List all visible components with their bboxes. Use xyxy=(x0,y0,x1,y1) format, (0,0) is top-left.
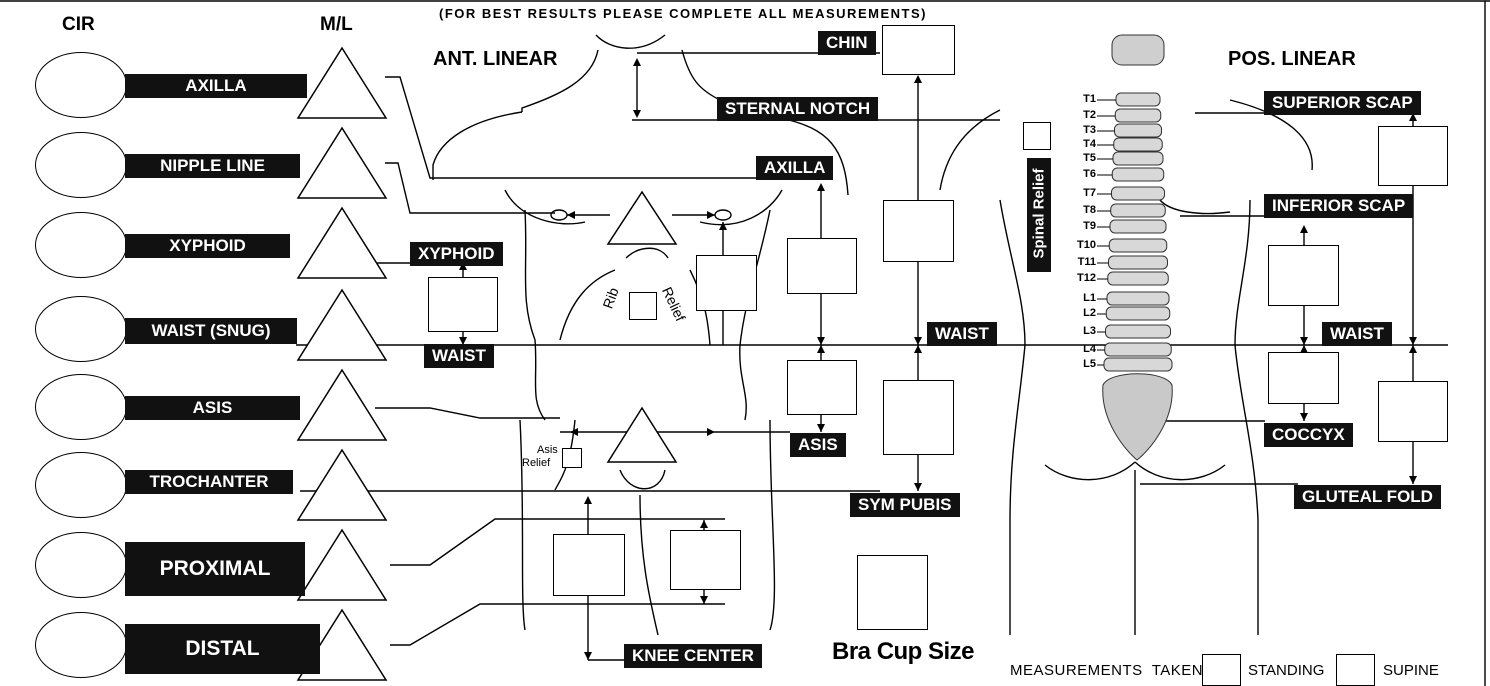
vertebra-label: L2 xyxy=(1066,307,1096,319)
anterior-linear-header: ANT. LINEAR xyxy=(433,48,557,71)
nipple-to-waist-field[interactable] xyxy=(696,255,757,311)
ml-column-header: M/L xyxy=(320,14,353,36)
vertebra-label: T3 xyxy=(1066,124,1096,136)
vertebra-label: L4 xyxy=(1066,343,1096,355)
coccyx-tag: COCCYX xyxy=(1264,423,1353,447)
superior-scap-tag: SUPERIOR SCAP xyxy=(1264,91,1421,115)
chin-field[interactable] xyxy=(882,25,955,75)
vertebra-label: T2 xyxy=(1066,109,1096,121)
bra-cup-size-field[interactable] xyxy=(857,555,928,630)
vertebra-T7 xyxy=(1112,187,1165,200)
sternal-notch-tag: STERNAL NOTCH xyxy=(717,97,878,121)
instructions-note: (FOR BEST RESULTS PLEASE COMPLETE ALL ME… xyxy=(439,6,927,21)
proximal-distal-field[interactable] xyxy=(670,530,741,590)
asis-cir-field[interactable] xyxy=(35,374,127,440)
vertebra-T11 xyxy=(1109,256,1168,269)
measurements-taken-label: MEASUREMENTS TAKEN: xyxy=(1010,662,1208,679)
rib-relief-field[interactable] xyxy=(629,292,657,320)
asis-relief-text-1: Asis xyxy=(537,444,558,456)
axilla-label: AXILLA xyxy=(125,74,307,98)
axilla-cir-field[interactable] xyxy=(35,52,127,118)
vertebra-T2 xyxy=(1115,109,1161,122)
waist-left-tag: WAIST xyxy=(424,344,494,368)
nipple-line-cir-field[interactable] xyxy=(35,132,127,198)
asis-label: ASIS xyxy=(125,396,300,420)
vertebra-T6 xyxy=(1112,168,1164,181)
knee-length-field[interactable] xyxy=(553,534,625,596)
vertebra-label: L3 xyxy=(1066,325,1096,337)
distal-cir-field[interactable] xyxy=(35,612,127,678)
vertebra-label: T5 xyxy=(1066,152,1096,164)
vertebra-L4 xyxy=(1105,343,1172,356)
xyphoid-tag: XYPHOID xyxy=(410,242,503,266)
waist-to-gluteal-field[interactable] xyxy=(1378,381,1448,442)
proximal-label: PROXIMAL xyxy=(125,542,305,596)
waist-to-coccyx-field[interactable] xyxy=(1268,352,1339,404)
inferior-to-waist-field[interactable] xyxy=(1268,245,1339,306)
vertebra-label: T6 xyxy=(1066,168,1096,180)
standing-checkbox[interactable] xyxy=(1202,654,1241,686)
vertebra-label: T4 xyxy=(1066,138,1096,150)
waist-to-pubis-field[interactable] xyxy=(883,380,954,455)
vertebra-label: T12 xyxy=(1066,272,1096,284)
superior-to-waist-field[interactable] xyxy=(1378,126,1448,186)
vertebra-label: T1 xyxy=(1066,93,1096,105)
trochanter-label: TROCHANTER xyxy=(125,470,293,494)
cir-column-header: CIR xyxy=(62,14,95,36)
asis-tag: ASIS xyxy=(790,433,846,457)
supine-checkbox[interactable] xyxy=(1336,654,1375,686)
vertebra-T4 xyxy=(1114,138,1163,151)
posterior-waist-tag: WAIST xyxy=(1322,322,1392,346)
axilla-to-waist-field[interactable] xyxy=(787,238,857,294)
vertebra-T8 xyxy=(1111,204,1166,217)
vertebra-L1 xyxy=(1107,292,1169,305)
vertebra-T1 xyxy=(1116,93,1160,106)
asis-relief-field[interactable] xyxy=(562,448,582,468)
trochanter-cir-field[interactable] xyxy=(35,452,127,518)
vertebra-label: T9 xyxy=(1066,220,1096,232)
chin-tag: CHIN xyxy=(818,31,876,55)
waist-center-tag: WAIST xyxy=(927,322,997,346)
vertebra-L5 xyxy=(1104,358,1172,371)
spine-illustration xyxy=(1097,35,1172,460)
supine-label: SUPINE xyxy=(1383,662,1439,679)
sym-pubis-tag: SYM PUBIS xyxy=(850,493,960,517)
proximal-cir-field[interactable] xyxy=(35,532,127,598)
vertebra-T9 xyxy=(1110,220,1166,233)
distal-label: DISTAL xyxy=(125,624,320,674)
vertebra-label: T7 xyxy=(1066,187,1096,199)
vertebra-label: L5 xyxy=(1066,358,1096,370)
vertebra-L2 xyxy=(1106,307,1170,320)
waist-snug-label: WAIST (SNUG) xyxy=(125,318,297,344)
inferior-scap-tag: INFERIOR SCAP xyxy=(1264,194,1413,218)
spinal-relief-field[interactable] xyxy=(1023,122,1051,150)
vertebra-label: L1 xyxy=(1066,292,1096,304)
posterior-linear-header: POS. LINEAR xyxy=(1228,48,1356,71)
waist-to-asis-field[interactable] xyxy=(787,360,857,415)
waist-snug-cir-field[interactable] xyxy=(35,296,127,362)
standing-label: STANDING xyxy=(1248,662,1324,679)
vertebra-L3 xyxy=(1106,325,1171,338)
axilla-tag: AXILLA xyxy=(756,156,833,180)
vertebra-T5 xyxy=(1113,152,1163,165)
vertebra-label: T11 xyxy=(1066,256,1096,268)
vertebra-T12 xyxy=(1108,272,1169,285)
vertebra-T3 xyxy=(1115,124,1162,137)
gluteal-fold-tag: GLUTEAL FOLD xyxy=(1294,485,1441,509)
xyphoid-label: XYPHOID xyxy=(125,234,290,258)
vertebra-T10 xyxy=(1109,239,1167,252)
asis-relief-text-2: Relief xyxy=(522,457,550,469)
vertebra-label: T10 xyxy=(1066,239,1096,251)
spinal-relief-text: Spinal Relief xyxy=(1031,159,1048,269)
knee-center-tag: KNEE CENTER xyxy=(624,644,762,668)
xyphoid-to-waist-field[interactable] xyxy=(428,277,498,332)
nipple-line-label: NIPPLE LINE xyxy=(125,154,300,178)
sternal-to-waist-field[interactable] xyxy=(883,200,954,262)
bra-cup-size-label: Bra Cup Size xyxy=(832,638,974,666)
vertebra-label: T8 xyxy=(1066,204,1096,216)
xyphoid-cir-field[interactable] xyxy=(35,212,127,278)
